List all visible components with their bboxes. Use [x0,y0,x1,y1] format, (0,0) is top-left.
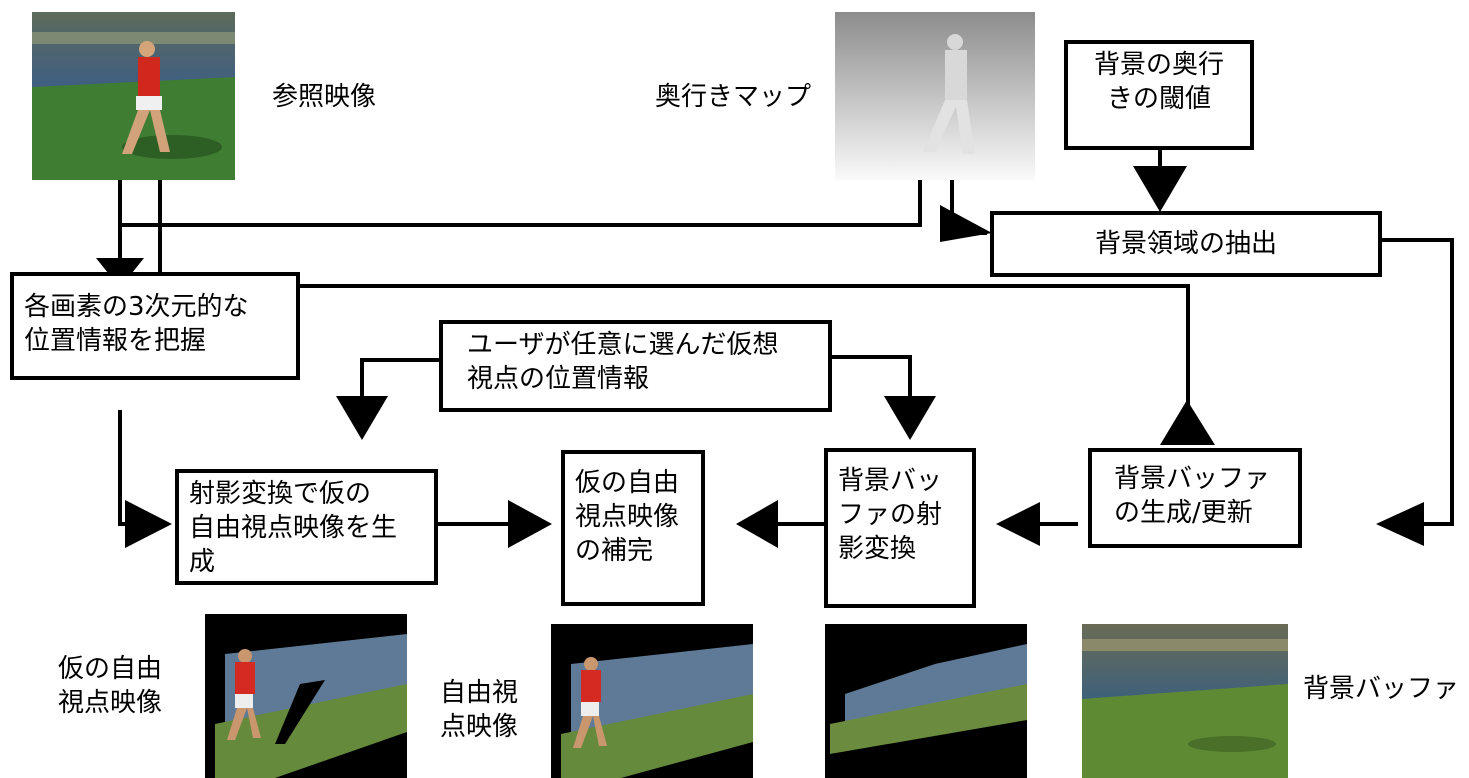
box-buffer-update: 背景バッファ の生成/更新 [1088,448,1302,548]
buffer-projection-image [825,624,1027,778]
box-completion: 仮の自由 視点映像 の補完 [561,450,705,606]
background-buffer-image [1082,624,1288,778]
reference-video-image [32,12,235,180]
box-pixel-3d-text: 各画素の3次元的な 位置情報を把握 [24,292,249,356]
box-projective-gen: 射影変換で仮の 自由視点映像を生 成 [175,469,438,585]
box-bg-extraction: 背景領域の抽出 [990,211,1382,277]
connector-vp-to-proj [360,358,444,402]
box-buffer-update-text: 背景バッファ の生成/更新 [1114,464,1271,528]
label-background-buffer: 背景バッファ [1303,674,1460,704]
box-projective-gen-text: 射影変換で仮の 自由視点映像を生 成 [189,479,398,577]
label-free-view: 自由視 点映像 [440,678,519,742]
box-completion-text: 仮の自由 視点映像 の補完 [575,468,680,566]
box-virtual-viewpoint: ユーザが任意に選んだ仮想 視点の位置情報 [439,320,832,412]
box-depth-threshold: 背景の奥行 きの閾値 [1064,40,1254,150]
box-depth-threshold-text: 背景の奥行 きの閾値 [1093,50,1224,114]
arrowhead-threshold [1133,166,1187,212]
label-reference-video: 参照映像 [272,82,377,112]
arrowhead-bufproj-right [996,502,1040,546]
box-buffer-projection: 背景バッ ファの射 影変換 [824,448,976,608]
arrowhead-bufproj-top [884,396,936,440]
box-virtual-viewpoint-text: ユーザが任意に選んだ仮想 視点の位置情報 [467,330,779,394]
temp-free-view-image [205,614,407,778]
free-view-image [551,624,753,778]
connector-pixel-to-update [298,284,1190,412]
arrowhead-complete-right [736,500,778,548]
arrowhead-proj-top [336,396,388,440]
label-temp-free-view: 仮の自由 視点映像 [58,654,163,718]
box-buffer-projection-text: 背景バッ ファの射 影変換 [838,466,943,564]
connector-vp-to-bufproj [830,355,912,400]
box-pixel-3d: 各画素の3次元的な 位置情報を把握 [10,272,300,380]
label-depth-map: 奥行きマップ [655,82,812,112]
arrowhead-extract [940,205,992,242]
arrowhead-complete-left [508,500,552,548]
depth-map-image [835,12,1035,180]
arrowhead-proj-left [125,500,172,548]
connector-extract-to-update [1380,238,1454,526]
connector-depth-to-pixel [118,176,922,227]
arrowhead-update-right [1376,502,1424,546]
arrowhead-update [1160,400,1215,445]
box-bg-extraction-text: 背景領域の抽出 [1094,229,1277,259]
